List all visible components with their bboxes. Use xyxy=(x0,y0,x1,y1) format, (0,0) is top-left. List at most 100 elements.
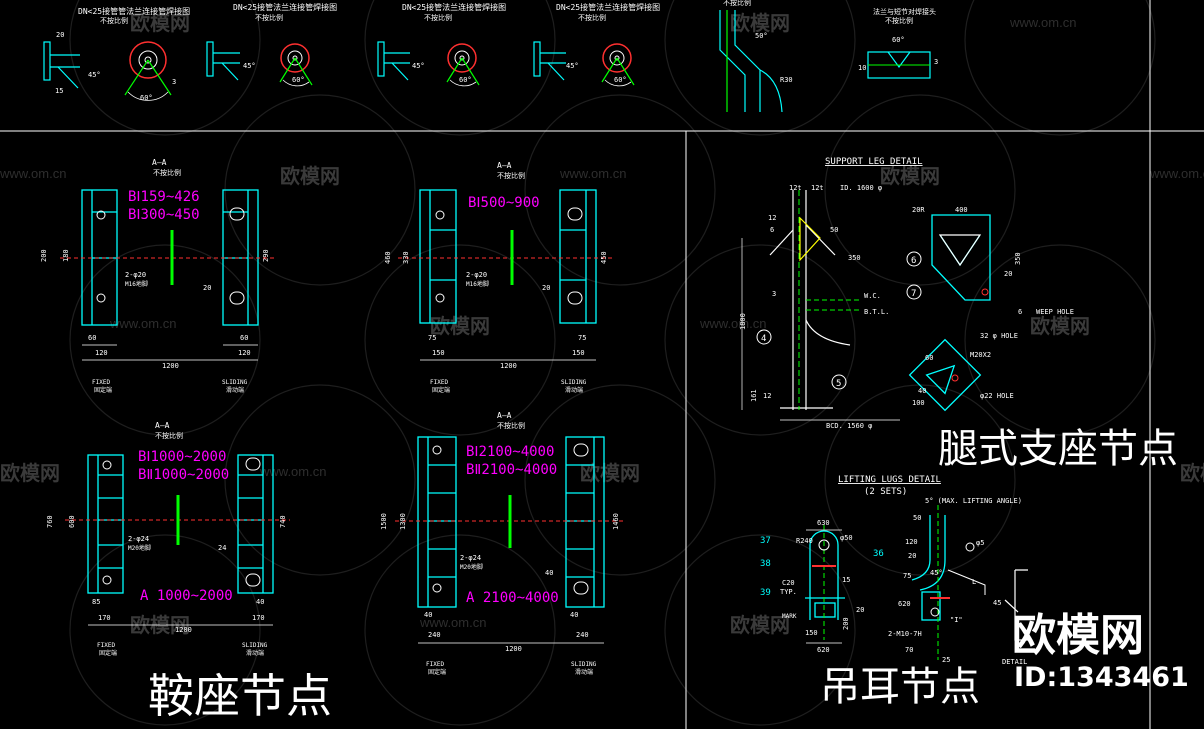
nozzle-subtitle: 不按比例 xyxy=(255,13,283,22)
sliding-label: SLIDING xyxy=(561,379,587,386)
watermark-site: www.om.cn xyxy=(419,615,486,630)
dim-label: 40 xyxy=(424,611,432,619)
fixed-cn: 固定端 xyxy=(432,386,450,394)
callout-7: 7 xyxy=(911,289,916,299)
span-label: 1200 xyxy=(500,362,517,370)
support-leg-big-label: 腿式支座节点 xyxy=(938,426,1178,472)
dim-label: 85 xyxy=(92,598,100,606)
dim-label: 40 xyxy=(570,611,578,619)
dim-label: 170 xyxy=(98,614,111,622)
dim-label: 12 xyxy=(763,392,771,400)
saddle-range: BⅠ2100~4000 xyxy=(466,444,554,460)
callout-5: 5 xyxy=(836,379,841,389)
dim-label: 620 xyxy=(817,646,830,654)
dim-label: 45° xyxy=(566,62,579,70)
dim-label: 12t xyxy=(789,184,802,192)
dim-label: 3 xyxy=(172,78,176,86)
dim-label: 60° xyxy=(614,76,627,84)
dim-label: 40 xyxy=(545,569,553,577)
weld-subtitle: 不按比例 xyxy=(885,16,913,25)
lifting-lugs-subtitle: (2 SETS) xyxy=(864,487,907,497)
dim-label: 12 xyxy=(768,214,776,222)
dim-label: 740 xyxy=(279,515,287,528)
nozzle-title: DN<25接管法兰连接管焊接图 xyxy=(233,2,337,12)
dim-label: 460 xyxy=(384,251,392,264)
dim-label: 45° xyxy=(243,62,256,70)
dim-label: 120 xyxy=(905,538,918,546)
dim-label: WEEP HOLE xyxy=(1036,308,1074,316)
section-title: A—A xyxy=(497,161,512,170)
watermark-brand: 欧模网 xyxy=(730,613,790,637)
watermark-site: www.om.cn xyxy=(259,464,326,479)
dim-label: 2-M10-7H xyxy=(888,630,922,638)
saddle-big-label: 鞍座节点 xyxy=(148,669,332,723)
dim-label: 180 xyxy=(62,249,70,262)
dim-label: B.T.L. xyxy=(864,308,889,316)
sliding-cn: 滑动端 xyxy=(226,386,244,394)
dim-label: φ5 xyxy=(976,539,984,547)
lifting-lugs-title: LIFTING LUGS DETAIL xyxy=(838,475,941,485)
span-label: 1200 xyxy=(175,626,192,634)
fixed-label: FIXED xyxy=(97,642,115,649)
dim-label: 60° xyxy=(140,94,153,102)
saddle-range: BⅠ300~450 xyxy=(128,207,200,223)
dim-label: 75 xyxy=(578,334,586,342)
dim-label: 20 xyxy=(56,31,64,39)
saddle-detail-3: A—A 不按比例 BⅠ1000~2000 BⅡ1000~2000 A 1000~… xyxy=(46,421,290,657)
dim-label: 60° xyxy=(892,36,905,44)
dim-label: 60° xyxy=(459,76,472,84)
nozzle-subtitle: 不按比例 xyxy=(424,13,452,22)
nozzle-subtitle: 不按比例 xyxy=(578,13,606,22)
lifting-lugs-big-label: 吊耳节点 xyxy=(820,664,980,710)
span-label: 1200 xyxy=(505,645,522,653)
watermark-site: www.om.cn xyxy=(699,316,766,331)
dim-label: 50 xyxy=(830,226,838,234)
dim-label: 20R xyxy=(912,206,925,214)
dim-label: 15 xyxy=(842,576,850,584)
dim-label: 1500 xyxy=(380,513,388,530)
dim-label: 120 xyxy=(95,349,108,357)
dim-label: 50 xyxy=(913,514,921,522)
dim-label: 620 xyxy=(898,600,911,608)
hole-note: 2-φ24 xyxy=(460,554,481,562)
hole-sub: M20地脚 xyxy=(460,563,483,571)
watermark-brand: 欧模网 xyxy=(0,461,60,485)
detail-ref: "I" xyxy=(950,616,963,624)
fixed-label: FIXED xyxy=(92,379,110,386)
dim-label: 240 xyxy=(428,631,441,639)
dim-label: 20 xyxy=(203,284,211,292)
dim-label: BCD. 1560 φ xyxy=(826,422,872,430)
hole-note: 2-φ24 xyxy=(128,535,149,543)
dim-label: 60 xyxy=(240,334,248,342)
nozzle-title: DN<25接管法兰连接管焊接图 xyxy=(402,2,506,12)
dim-label: R30 xyxy=(780,76,793,84)
dim-label: 170 xyxy=(252,614,265,622)
dim-label: 120 xyxy=(238,349,251,357)
dim-label: 150 xyxy=(572,349,585,357)
fixed-cn: 固定端 xyxy=(99,649,117,657)
watermark-brand: 欧模网 xyxy=(880,164,940,188)
dim-label: 6 xyxy=(770,226,774,234)
section-title: A—A xyxy=(155,421,170,430)
callout-39: 39 xyxy=(760,588,771,598)
dim-label: 1460 xyxy=(612,513,620,530)
nozzle-title: DN<25接管管法兰连接管焊接图 xyxy=(78,6,190,16)
saddle-range: BⅠ500~900 xyxy=(468,195,540,211)
watermark-site: www.om.cn xyxy=(1009,15,1076,30)
scale-note: 不按比例 xyxy=(155,431,183,440)
scale-note: 不按比例 xyxy=(153,168,181,177)
dim-label: R240 xyxy=(796,537,813,545)
saddle-range-a: A 2100~4000 xyxy=(466,590,559,606)
saddle-range: BⅡ1000~2000 xyxy=(138,467,229,483)
dim-label: 150 xyxy=(805,629,818,637)
dim-label: 15 xyxy=(55,87,63,95)
brand-logo: 欧模网 ID:1343461 xyxy=(1012,610,1189,693)
dim-label: 20 xyxy=(908,552,916,560)
watermark-brand: 欧模网 xyxy=(730,11,790,35)
scale-note: 不按比例 xyxy=(497,171,525,180)
dim-label: 200 xyxy=(842,617,850,630)
support-leg-detail: SUPPORT LEG DETAIL 4 5 12t 12t ID. 1600 … xyxy=(739,157,1074,430)
hole-sub: M20地脚 xyxy=(128,544,151,552)
saddle-range-a: A 1000~2000 xyxy=(140,588,233,604)
